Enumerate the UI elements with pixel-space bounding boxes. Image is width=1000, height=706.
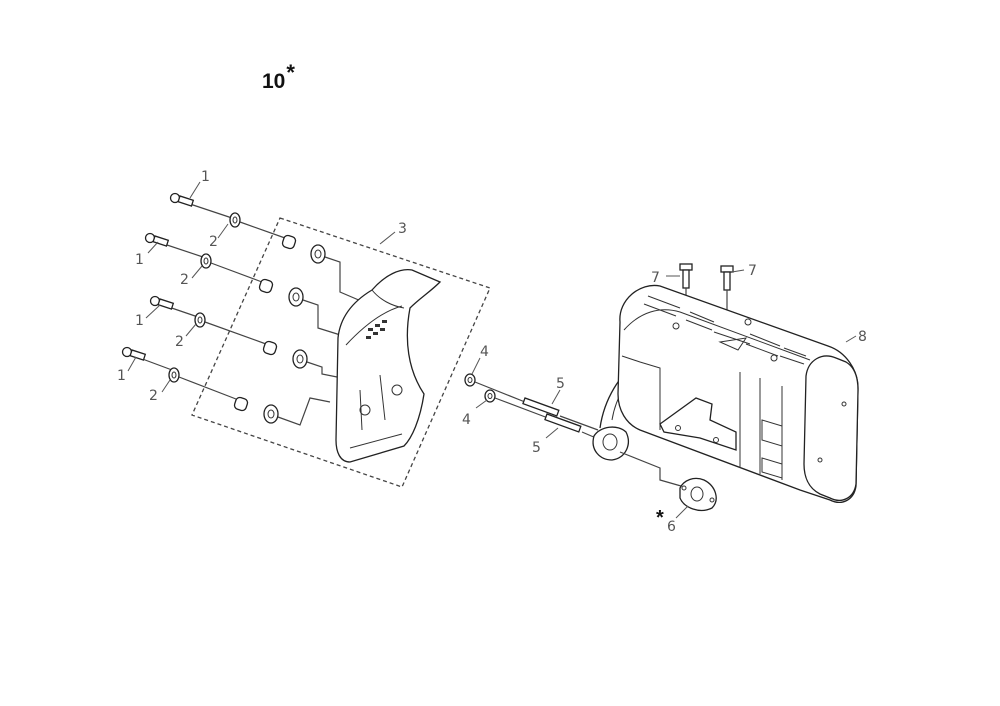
bolt-1b (144, 232, 207, 259)
callout-nut: 4 (480, 344, 489, 360)
heat-shield-group-outline (191, 217, 491, 488)
leader-lines (127, 181, 857, 519)
callout-washer: 2 (149, 388, 158, 404)
callout-bolt: 1 (201, 169, 210, 185)
bolt-1c (149, 295, 199, 318)
callout-nut: 4 (462, 412, 471, 428)
spacer-d (233, 396, 249, 412)
bolt-1d (121, 346, 173, 371)
washer-2c (194, 312, 206, 328)
callout-washer: 2 (209, 234, 218, 250)
callout-gasket: 6 (667, 519, 676, 535)
stud-5b (544, 413, 582, 433)
callout-bolt: 1 (135, 252, 144, 268)
nut-4b (484, 389, 496, 403)
callout-stud: 5 (532, 440, 541, 456)
spacer-b (258, 278, 274, 294)
title-asterisk: * (286, 60, 295, 85)
heat-shield (335, 269, 442, 463)
diagram-title: 10* (262, 60, 295, 94)
gasket (679, 477, 717, 512)
callout-gasket-asterisk: * (656, 507, 664, 529)
callout-heat-shield: 3 (398, 221, 407, 237)
grommet-d (263, 404, 279, 424)
callout-washer: 2 (180, 272, 189, 288)
callout-muffler: 8 (858, 329, 867, 345)
spacer-c (262, 340, 278, 356)
grommet-c (292, 349, 308, 369)
spacer-a (281, 234, 297, 250)
title-number: 10 (262, 70, 286, 93)
muffler (617, 284, 859, 503)
callout-top-bolt: 7 (748, 263, 757, 279)
washer-2d (168, 367, 180, 383)
grommet-a (310, 244, 326, 264)
callout-top-bolt: 7 (651, 270, 660, 286)
washer-2a (229, 212, 241, 228)
bolt-1a (169, 192, 233, 219)
grommet-b (288, 287, 304, 307)
callout-bolt: 1 (135, 313, 144, 329)
stud-5a (522, 397, 560, 417)
washer-2b (200, 253, 212, 269)
callout-washer: 2 (175, 334, 184, 350)
callout-stud: 5 (556, 376, 565, 392)
nut-4a (464, 373, 476, 387)
callout-bolt: 1 (117, 368, 126, 384)
